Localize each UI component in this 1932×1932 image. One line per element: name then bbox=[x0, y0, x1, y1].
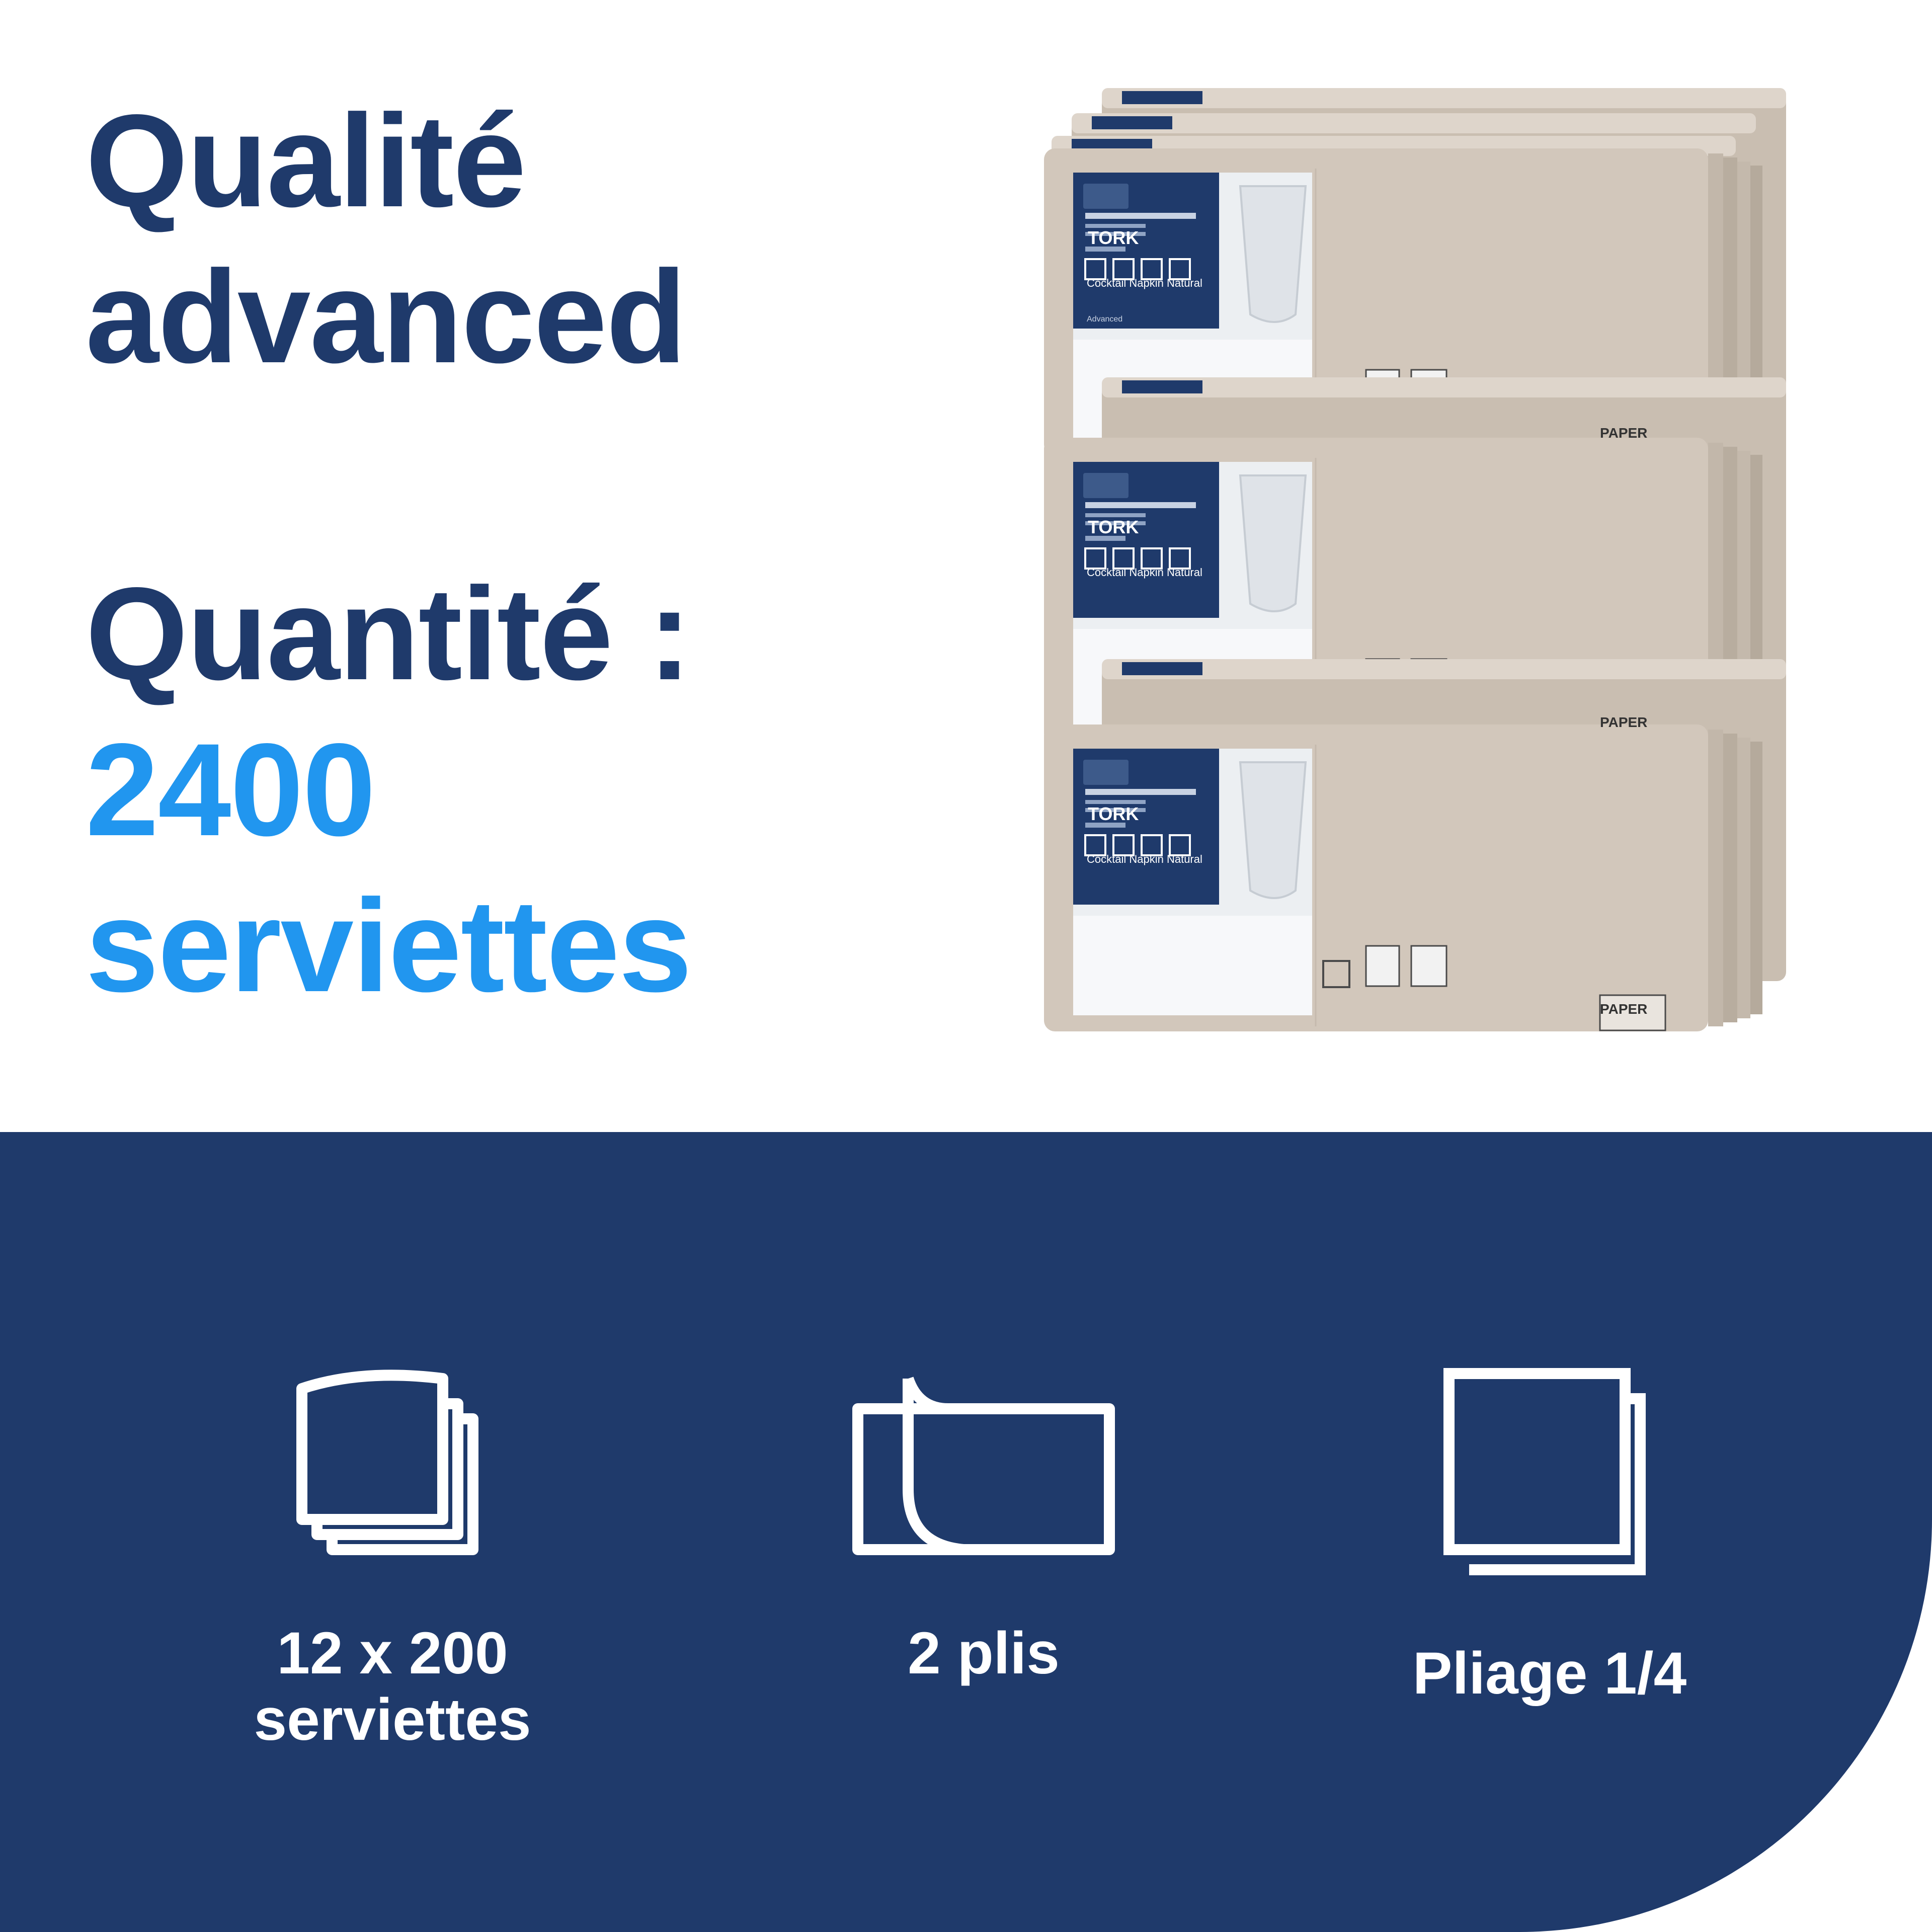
brand-label-middle: TORK bbox=[1088, 517, 1139, 537]
pack-row-bottom bbox=[1043, 659, 1786, 1032]
brand-label-top: TORK bbox=[1088, 227, 1139, 248]
quantity-unit: serviettes bbox=[86, 872, 692, 1019]
napkin-packs-stack: TORK TORK TORK Cocktail Napkin Natural C… bbox=[1043, 88, 1786, 1032]
feature-sheet-count-label: 12 x 200 serviettes bbox=[141, 1620, 644, 1753]
feature-fold-label: Pliage 1/4 bbox=[1412, 1640, 1687, 1707]
packaging-label-bottom: PAPER bbox=[1600, 1001, 1647, 1017]
feature-sheet-count: 12 x 200 serviettes bbox=[141, 1358, 644, 1753]
feature-sheet-count-line2: serviettes bbox=[254, 1686, 531, 1753]
feature-fold: Pliage 1/4 bbox=[1298, 1358, 1801, 1707]
quality-line2: advanced bbox=[86, 243, 687, 390]
packaging-label-top: PAPER bbox=[1600, 425, 1647, 441]
quantity-title: Quantité : 2400 serviettes bbox=[86, 556, 692, 1024]
quarter-fold-icon bbox=[1443, 1368, 1646, 1575]
quality-line1: Qualité bbox=[86, 87, 526, 234]
packaging-label-middle: PAPER bbox=[1600, 714, 1647, 730]
feature-ply-label: 2 plis bbox=[908, 1620, 1060, 1686]
product-name-bottom: Cocktail Napkin Natural bbox=[1087, 853, 1202, 865]
brand-label-bottom: TORK bbox=[1088, 803, 1139, 824]
quantity-line1: Quantité : bbox=[86, 560, 692, 707]
product-quality-top: Advanced bbox=[1087, 315, 1122, 324]
stacked-napkins-icon bbox=[296, 1370, 478, 1555]
quantity-number: 2400 bbox=[86, 716, 376, 863]
feature-ply: 2 plis bbox=[732, 1358, 1235, 1686]
two-ply-icon bbox=[852, 1377, 1115, 1555]
product-image: TORK TORK TORK Cocktail Napkin Natural C… bbox=[1016, 75, 1831, 1087]
feature-sheet-count-line1: 12 x 200 bbox=[277, 1620, 508, 1686]
product-name-middle: Cocktail Napkin Natural bbox=[1087, 566, 1202, 579]
product-name-top: Cocktail Napkin Natural bbox=[1087, 277, 1202, 289]
quality-title: Qualité advanced bbox=[86, 83, 687, 395]
